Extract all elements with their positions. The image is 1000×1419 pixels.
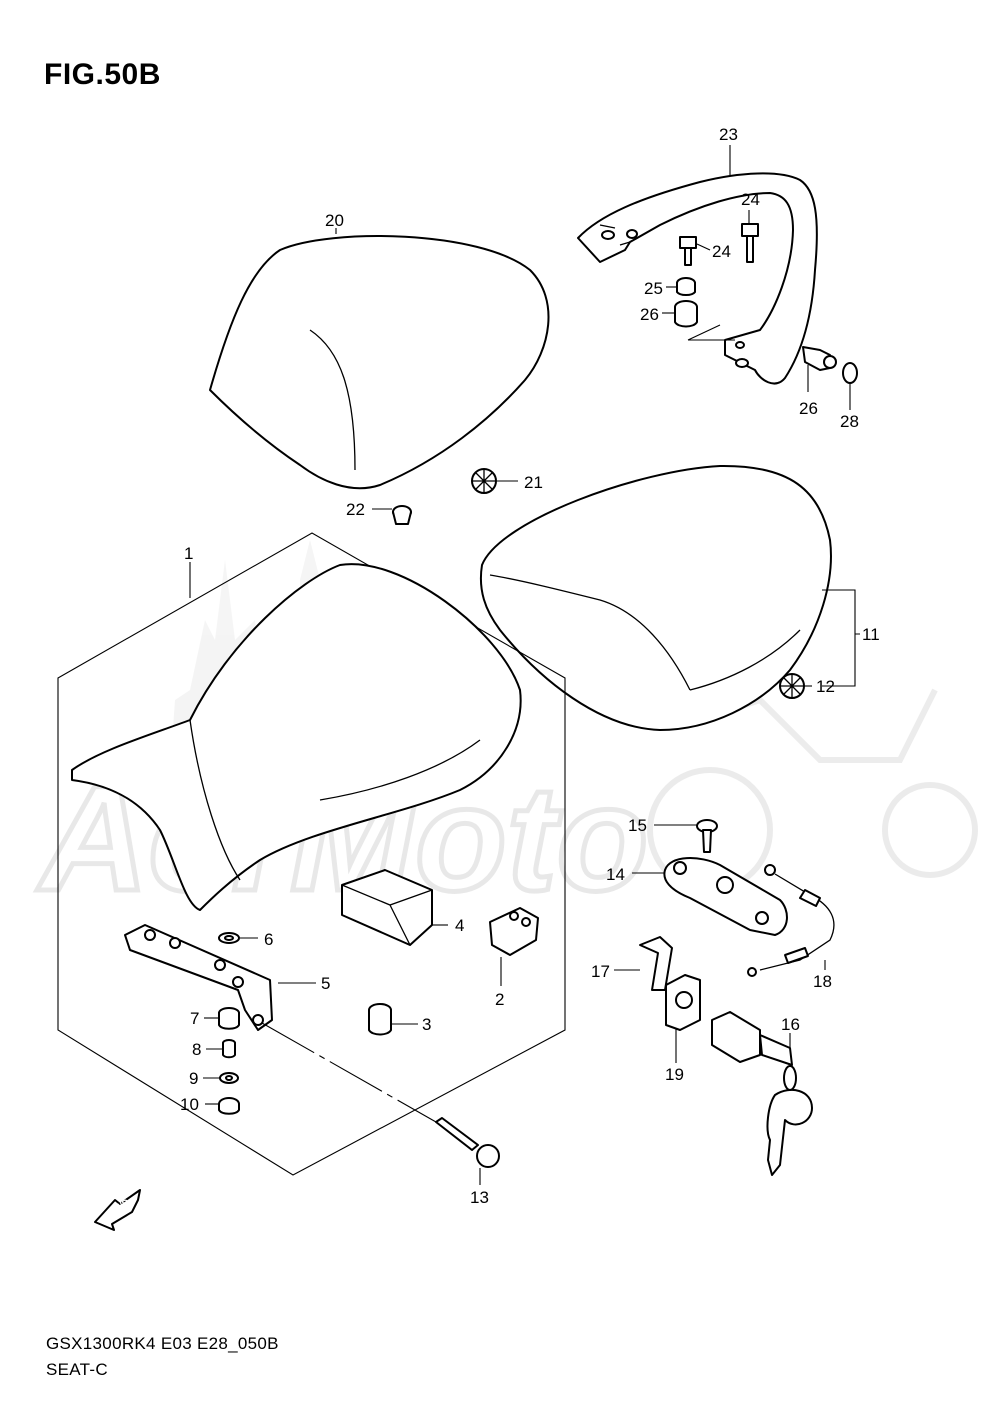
callout-16: 16: [781, 1015, 800, 1034]
leader-lines: [189, 145, 860, 1185]
callout-27: 26: [799, 399, 818, 418]
callout-26: 26: [640, 305, 659, 324]
part-11-rear-seat: [479, 464, 832, 731]
part-24-bolts: [679, 223, 759, 266]
callout-10: 10: [180, 1095, 199, 1114]
callout-24b: 24: [741, 190, 760, 209]
callout-8: 8: [192, 1040, 201, 1059]
callout-6: 6: [264, 930, 273, 949]
part-28-cap: [842, 362, 858, 384]
part-27-stud: [802, 346, 837, 371]
part-16-key-lock: [711, 1011, 813, 1176]
part-1-front-seat: [57, 532, 566, 1176]
part-18-cable: [747, 864, 835, 977]
callout-14: 14: [606, 865, 625, 884]
callout-1: 1: [184, 544, 193, 563]
part-26-cushion: [674, 300, 698, 328]
callout-19: 19: [665, 1065, 684, 1084]
callout-17: 17: [591, 962, 610, 981]
model-code: GSX1300RK4 E03 E28_050B: [46, 1334, 279, 1353]
callout-22: 22: [346, 500, 365, 519]
callout-11: 11: [862, 625, 880, 644]
callout-21: 21: [524, 473, 543, 492]
part-2-holder: [489, 907, 539, 956]
part-21-clip: [471, 468, 497, 494]
callout-9: 9: [189, 1069, 198, 1088]
callout-15: 15: [628, 816, 647, 835]
callout-28: 28: [840, 412, 859, 431]
callout-18: 18: [813, 972, 832, 991]
callout-20: 20: [325, 211, 344, 230]
callout-labels: 20 23 24 24 25 26 26 28 21 22 1 11 12 6 …: [180, 125, 880, 1207]
part-6-washer: [218, 932, 240, 944]
callout-25: 25: [644, 279, 663, 298]
part-17-clip: [639, 936, 673, 991]
callout-4: 4: [455, 916, 464, 935]
part-22-grommet: [392, 505, 412, 525]
part-8-collar: [222, 1039, 236, 1059]
part-9-washer: [219, 1072, 239, 1084]
figure-title: FIG.50B: [44, 58, 161, 91]
part-19-plate: [665, 974, 701, 1031]
part-3-damper: [368, 1003, 392, 1036]
part-10-nut: [218, 1097, 240, 1115]
part-5-bracket: [124, 924, 273, 1031]
callout-3: 3: [422, 1015, 431, 1034]
callout-13: 13: [470, 1188, 489, 1207]
callout-12: 12: [816, 677, 835, 696]
callout-24a: 24: [712, 242, 731, 261]
part-23-grab-rail: [577, 172, 818, 385]
callout-5: 5: [321, 974, 330, 993]
callout-23: 23: [719, 125, 738, 144]
part-25-collar: [676, 277, 696, 296]
part-13-bolt: [261, 1022, 500, 1168]
part-14-lock-bracket: [663, 857, 788, 936]
part-20-seat-cowl: [209, 235, 550, 490]
part-15-screw: [696, 819, 718, 853]
section-name: SEAT-C: [46, 1360, 108, 1379]
fwd-arrow: FWD: [94, 1189, 141, 1231]
callout-2: 2: [495, 990, 504, 1009]
callout-7: 7: [190, 1009, 199, 1028]
part-7-cushion: [218, 1007, 240, 1030]
